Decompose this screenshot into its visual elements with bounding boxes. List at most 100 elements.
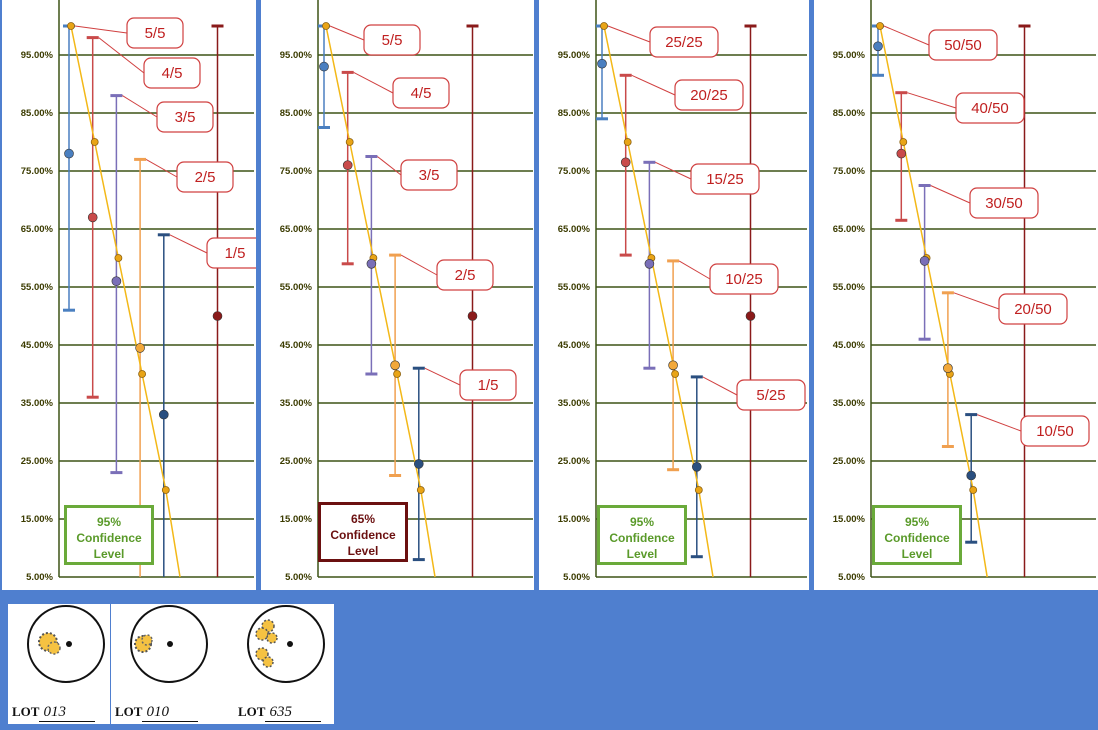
data-point: [644, 258, 655, 269]
data-point: [87, 212, 98, 223]
callout-pointer: [977, 414, 1022, 432]
y-tick-label: 45.00%: [21, 340, 54, 351]
data-point: [668, 360, 678, 371]
callout-box: [400, 159, 458, 191]
callout-pointer: [424, 367, 461, 386]
data-point: [212, 311, 223, 321]
callout-box: [363, 24, 421, 56]
callout-box: [690, 163, 760, 195]
y-tick-label: 85.00%: [21, 108, 54, 119]
chart-svg-1: 5.00%15.00%25.00%35.00%45.00%55.00%65.00…: [21, 0, 256, 583]
trend-point: [416, 486, 425, 494]
callout-label: 20/25: [690, 87, 728, 104]
callout-pointer: [607, 25, 651, 43]
callout-pointer: [169, 234, 208, 254]
callout-box: [928, 29, 998, 61]
y-tick-label: 25.00%: [833, 456, 866, 467]
callout-pointer: [930, 185, 971, 204]
y-tick-label: 15.00%: [21, 514, 54, 525]
data-point: [620, 157, 631, 168]
conf-line-1: 95%: [629, 515, 655, 529]
data-point: [467, 311, 478, 321]
callout-pointer: [145, 158, 178, 178]
trend-line: [603, 25, 714, 578]
y-tick-label: 15.00%: [280, 514, 313, 525]
callout-pointer: [953, 292, 1000, 310]
data-point: [692, 461, 702, 472]
trend-point: [671, 370, 680, 378]
callout-label: 40/50: [971, 100, 1009, 117]
callout-label: 2/5: [455, 267, 476, 284]
callout-label: 15/25: [706, 171, 744, 188]
target-face-icon: [27, 605, 105, 683]
trend-point: [393, 370, 402, 378]
chart-svg-2: 5.00%15.00%25.00%35.00%45.00%55.00%65.00…: [280, 0, 533, 583]
confidence-box-3: 95% Confidence Level: [597, 505, 687, 565]
callout-label: 5/25: [756, 387, 785, 404]
callout-box: [674, 79, 744, 111]
callout-pointer: [98, 37, 145, 74]
callout-pointer: [74, 25, 128, 34]
trend-line: [70, 25, 181, 578]
y-tick-label: 65.00%: [558, 224, 591, 235]
callout-pointer: [329, 25, 365, 41]
callout-pointer: [122, 95, 158, 118]
trend-point: [114, 254, 123, 262]
y-tick-label: 15.00%: [558, 514, 591, 525]
lot-number: 010: [142, 704, 199, 722]
conf-line-3: Level: [626, 547, 658, 561]
y-tick-label: 35.00%: [558, 398, 591, 409]
data-point: [135, 343, 145, 353]
callout-label: 10/50: [1036, 423, 1074, 440]
callout-box: [969, 187, 1039, 219]
lot-number: 635: [265, 704, 322, 722]
callout-pointer: [907, 92, 957, 109]
trend-line: [325, 25, 436, 578]
confidence-box-4: 95% Confidence Level: [872, 505, 962, 565]
callout-pointer: [883, 25, 930, 46]
y-tick-label: 5.00%: [26, 572, 53, 583]
confidence-box-1: 95% Confidence Level: [64, 505, 154, 565]
callout-box: [392, 77, 450, 109]
callout-pointer: [353, 71, 394, 94]
y-tick-label: 65.00%: [280, 224, 313, 235]
y-tick-label: 65.00%: [21, 224, 54, 235]
y-tick-label: 65.00%: [833, 224, 866, 235]
callout-pointer: [702, 376, 738, 396]
conf-line-2: Confidence: [884, 531, 950, 545]
conf-line-1: 65%: [350, 512, 376, 526]
data-point: [342, 160, 353, 170]
trend-point: [345, 138, 354, 146]
data-point: [896, 148, 907, 159]
callout-pointer: [655, 161, 692, 180]
trend-point: [161, 486, 170, 494]
y-tick-label: 45.00%: [833, 340, 866, 351]
y-tick-label: 75.00%: [21, 166, 54, 177]
callout-label: 4/5: [162, 65, 183, 82]
trend-point: [876, 22, 884, 30]
chart-panel-3: 5.00%15.00%25.00%35.00%45.00%55.00%65.00…: [539, 0, 809, 590]
y-tick-label: 95.00%: [558, 50, 591, 61]
chart-svg-3: 5.00%15.00%25.00%35.00%45.00%55.00%65.00…: [558, 0, 807, 583]
lot-prefix: LOT: [238, 704, 266, 719]
trend-point: [322, 22, 330, 30]
data-point: [943, 363, 953, 374]
y-tick-label: 5.00%: [838, 572, 865, 583]
callout-label: 4/5: [411, 85, 432, 102]
y-tick-label: 35.00%: [280, 398, 313, 409]
callout-pointer: [631, 74, 676, 96]
y-tick-label: 35.00%: [21, 398, 54, 409]
y-tick-label: 55.00%: [280, 282, 313, 293]
callout-box: [1020, 415, 1090, 447]
conf-line-1: 95%: [904, 515, 930, 529]
y-tick-label: 5.00%: [285, 572, 312, 583]
callout-label: 50/50: [944, 37, 982, 54]
data-point: [745, 311, 756, 321]
callout-box: [126, 17, 184, 49]
y-tick-label: 55.00%: [558, 282, 591, 293]
